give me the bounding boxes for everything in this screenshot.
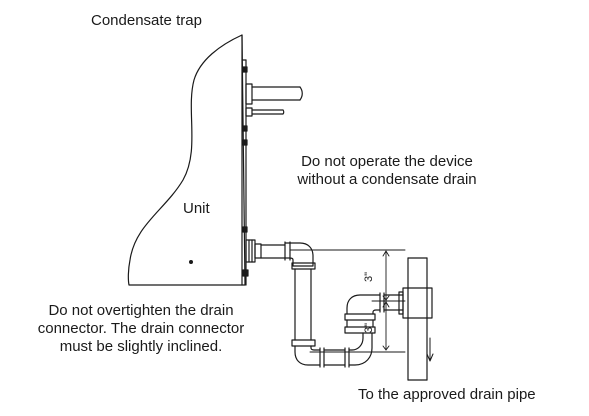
unit-dot bbox=[189, 260, 193, 264]
note-line-2: connector. The drain connector bbox=[37, 320, 245, 337]
upper-pipe-connector bbox=[245, 83, 303, 105]
dimension-lower-label: 3" bbox=[363, 322, 376, 334]
unit-label: Unit bbox=[183, 200, 210, 217]
unit-housing bbox=[127, 34, 246, 286]
flow-arrow bbox=[426, 337, 434, 362]
installation-note: Do not overtighten the drain connector. … bbox=[18, 302, 264, 356]
warning-text: Do not operate the device without a cond… bbox=[276, 153, 498, 189]
drain-pipe-label: To the approved drain pipe bbox=[358, 386, 536, 403]
lower-pipe-connector bbox=[245, 107, 285, 117]
note-line-1: Do not overtighten the drain bbox=[48, 302, 234, 319]
condensate-trap-label: Condensate trap bbox=[91, 12, 202, 29]
dimension-lines bbox=[289, 249, 406, 353]
warning-line-1: Do not operate the device bbox=[301, 153, 473, 170]
approved-drain-pipe bbox=[398, 257, 433, 381]
dimension-upper-label: 3" bbox=[363, 271, 376, 283]
trap-pipe bbox=[284, 241, 404, 368]
note-line-3: must be slightly inclined. bbox=[59, 338, 223, 355]
drain-fitting bbox=[245, 239, 286, 263]
warning-line-2: without a condensate drain bbox=[297, 171, 477, 188]
